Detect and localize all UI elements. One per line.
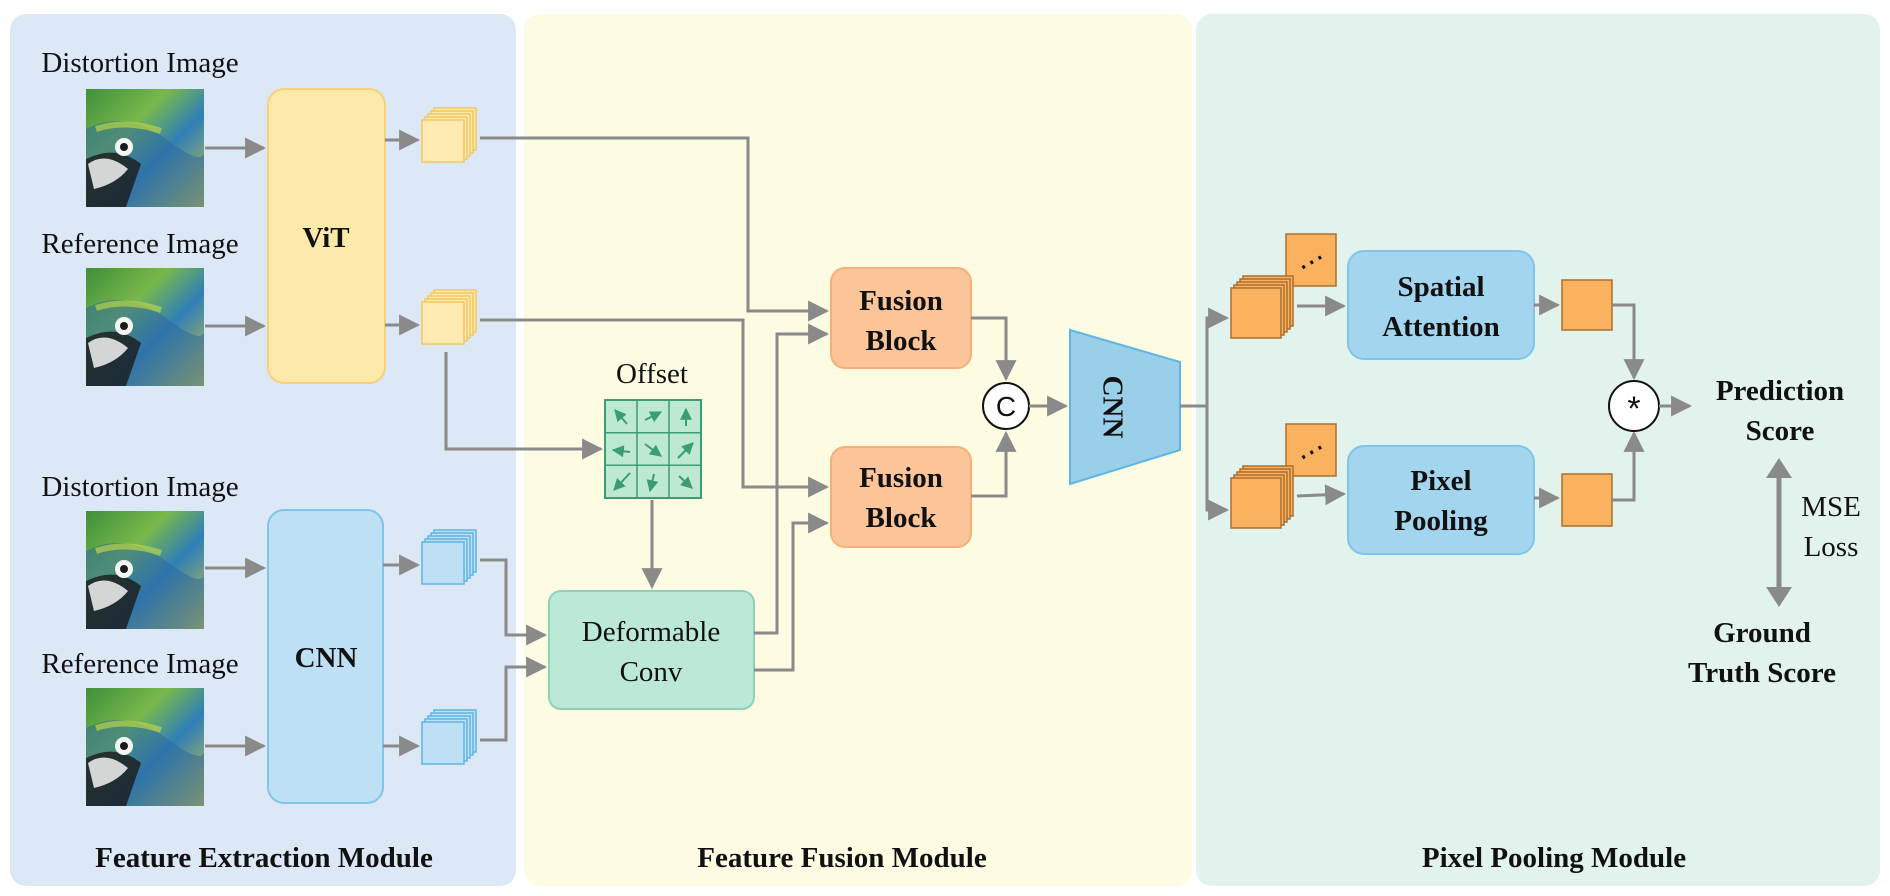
reference-image-label-2: Reference Image xyxy=(41,648,238,680)
feature-extraction-module-title: Feature Extraction Module xyxy=(95,842,433,874)
pixel-pooling-module-panel xyxy=(1196,14,1880,886)
cnn-reference-features xyxy=(421,709,477,765)
offset-grid xyxy=(604,399,702,499)
pooling-input-features xyxy=(1230,465,1294,529)
fusion-block-top-label-line2: Block xyxy=(866,325,938,357)
fusion-block-bottom-label-line1: Fusion xyxy=(859,462,943,494)
cnn-head-block xyxy=(1069,328,1181,486)
deformable-conv-label-line2: Conv xyxy=(620,656,683,688)
pixel-pooling-block xyxy=(1347,445,1535,555)
pooled-feature-top-small xyxy=(1285,233,1337,287)
cnn-backbone-label: CNN xyxy=(295,642,358,674)
deformable-conv-label-line1: Deformable xyxy=(582,616,721,648)
deformable-conv-block xyxy=(548,590,755,710)
reference-image-1 xyxy=(86,268,204,386)
vit-distortion-features xyxy=(421,107,477,163)
vit-label: ViT xyxy=(302,222,349,254)
cnn-distortion-features xyxy=(421,529,477,585)
fusion-block-top-label-line1: Fusion xyxy=(859,285,943,317)
reference-image-label-1: Reference Image xyxy=(41,228,238,260)
vit-block xyxy=(267,88,386,384)
prediction-score-label-line1: Prediction xyxy=(1716,375,1844,407)
distortion-image-2 xyxy=(86,511,204,629)
pooling-output-feature xyxy=(1561,473,1613,527)
distortion-image-label-2: Distortion Image xyxy=(41,471,238,503)
mse-loss-label-line2: Loss xyxy=(1804,531,1859,563)
distortion-image-label-1: Distortion Image xyxy=(41,47,238,79)
feature-fusion-module-title: Feature Fusion Module xyxy=(697,842,987,874)
cnn-head-label: CNN xyxy=(1096,376,1128,439)
ground-truth-score-label-line1: Ground xyxy=(1713,617,1811,649)
attention-output-feature xyxy=(1561,279,1613,331)
pixel-pooling-label-line2: Pooling xyxy=(1394,505,1488,537)
vit-reference-features xyxy=(421,289,477,345)
offset-label: Offset xyxy=(616,358,688,390)
pixel-pooling-label-line1: Pixel xyxy=(1410,465,1471,497)
mse-loss-label-line1: MSE xyxy=(1801,491,1861,523)
ground-truth-score-label-line2: Truth Score xyxy=(1688,657,1836,689)
fusion-block-bottom-label-line2: Block xyxy=(866,502,938,534)
prediction-score-label-line2: Score xyxy=(1746,415,1815,447)
pixel-pooling-module-title: Pixel Pooling Module xyxy=(1422,842,1686,874)
concat-label: C xyxy=(996,391,1016,422)
spatial-attention-label-line1: Spatial xyxy=(1397,271,1484,303)
pooled-feature-bottom-small xyxy=(1285,423,1337,477)
attention-input-features xyxy=(1230,275,1294,339)
distortion-image-1 xyxy=(86,89,204,207)
multiply-label: * xyxy=(1627,390,1640,428)
cnn-backbone-block xyxy=(267,509,384,804)
reference-image-2 xyxy=(86,688,204,806)
spatial-attention-label-line2: Attention xyxy=(1382,311,1500,343)
feature-extraction-module-panel xyxy=(10,14,516,886)
